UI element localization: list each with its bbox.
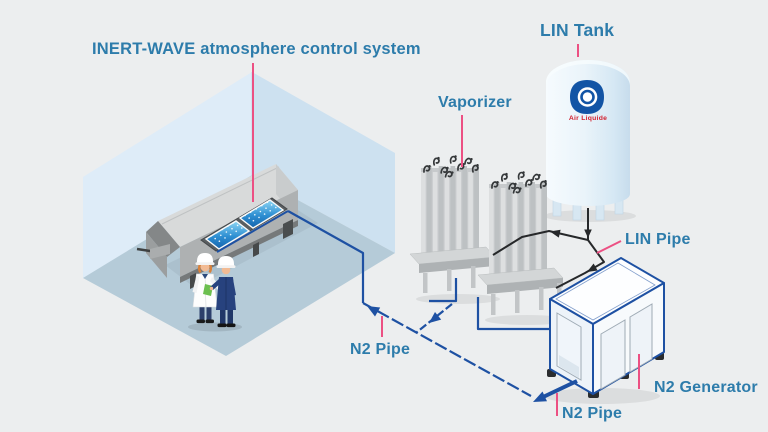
n2-pipe-label-left: N2 Pipe [350,341,411,358]
vaporizer-tubes [421,154,481,256]
air-liquide-wordmark: Air Liquide [568,115,608,122]
n2-generator-outlet-pipe [540,379,578,400]
oven-display-panel [200,197,289,253]
system-title-label: INERT-WAVE atmosphere control system [92,40,421,58]
generator-doors [556,303,653,390]
n2-generator-label: N2 Generator [654,379,758,396]
flow-arrow [429,312,442,323]
tank-legs [552,195,624,221]
conveyor-arm [136,244,170,259]
worker-white-coat [192,253,223,324]
lin-tank-label: LIN Tank [540,20,615,40]
vaporizer-unit-back [409,154,500,304]
lin-pipe-line [492,208,605,289]
air-liquide-logo [570,80,604,114]
n2-pipe-front-run [476,297,549,331]
vaporizer-label: Vaporizer [438,94,512,111]
flow-arrow [584,229,592,238]
n2-generator [544,257,665,404]
lin-tank [544,60,636,222]
n2-pipe-machine-drop [287,210,365,303]
n2-pipe-vaporizer-manifold [429,278,458,303]
worker-blue-uniform [209,256,236,328]
n2-pipe-main-diagonal [362,302,532,397]
pointer-lines [252,44,640,416]
n2-pipe-label-bottom: N2 Pipe [562,405,623,422]
vaporizer-unit-front [477,170,569,325]
flow-arrow [587,263,598,272]
flow-arrow [367,306,381,317]
flow-arrow [550,229,561,238]
circuit-board-dots [210,201,277,242]
workers [188,253,242,332]
vaporizer-tubes [489,170,549,276]
n2-pipe-lines [287,210,578,402]
lin-pipe-label: LIN Pipe [625,231,691,248]
flow-arrow [533,391,547,402]
pointer-lin-pipe [596,240,622,254]
